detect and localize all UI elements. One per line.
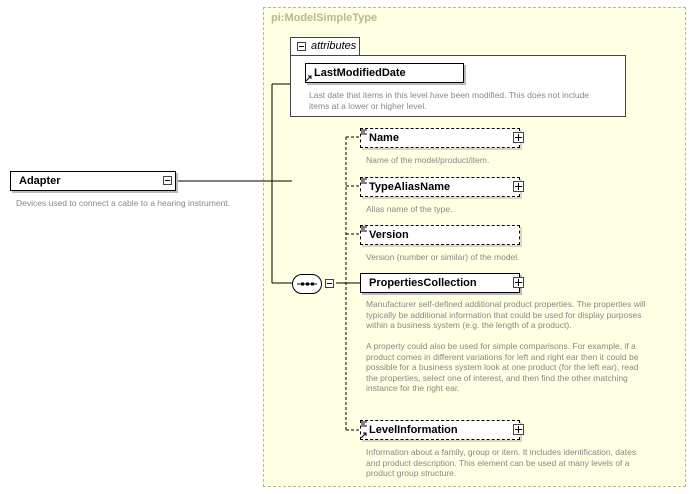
collapse-toggle-sequence[interactable] (325, 279, 334, 288)
attributes-tab[interactable] (290, 37, 360, 55)
element-level-information[interactable]: LevelInformation (360, 420, 520, 440)
reference-arrow-icon (306, 75, 312, 81)
element-description: Version (number or similar) of the model… (366, 252, 520, 262)
attribute-last-modified-date[interactable]: LastModifiedDate (305, 63, 464, 83)
element-type-alias-name[interactable]: TypeAliasName (360, 177, 520, 197)
sequence-compositor[interactable] (292, 274, 322, 294)
attribute-description: Last date that items in this level have … (309, 90, 590, 111)
root-element-adapter[interactable]: Adapter (10, 171, 176, 191)
expand-toggle-name[interactable] (513, 132, 524, 143)
element-properties-collection[interactable]: PropertiesCollection (360, 273, 520, 293)
attributes-label: attributes (311, 40, 357, 52)
root-description: Devices used to connect a cable to a hea… (16, 198, 231, 208)
element-description: Alias name of the type. (366, 204, 453, 214)
sequence-icon (297, 282, 317, 286)
expand-toggle-properties-collection[interactable] (513, 277, 524, 288)
element-label: PropertiesCollection (369, 277, 477, 289)
collapse-toggle-attributes[interactable] (297, 42, 306, 51)
element-label: TypeAliasName (369, 181, 451, 193)
documentation-icon (361, 421, 367, 427)
element-version[interactable]: Version (360, 225, 520, 245)
expand-toggle-level-information[interactable] (513, 424, 524, 435)
reference-arrow-icon (361, 432, 367, 438)
documentation-icon (361, 178, 367, 184)
element-label: Name (369, 132, 399, 144)
type-title: pi:ModelSimpleType (271, 12, 378, 24)
element-description: Information about a family, group or ite… (366, 447, 637, 478)
attribute-label: LastModifiedDate (314, 67, 406, 79)
documentation-icon (361, 129, 367, 135)
collapse-toggle-root[interactable] (163, 176, 172, 185)
documentation-icon (361, 226, 367, 232)
element-label: LevelInformation (369, 424, 458, 436)
element-name[interactable]: Name (360, 128, 520, 148)
root-element-label: Adapter (19, 175, 61, 187)
element-label: Version (369, 229, 409, 241)
element-description: Manufacturer self-defined additional pro… (366, 299, 646, 393)
element-description: Name of the model/product/item. (366, 155, 490, 165)
expand-toggle-type-alias-name[interactable] (513, 181, 524, 192)
